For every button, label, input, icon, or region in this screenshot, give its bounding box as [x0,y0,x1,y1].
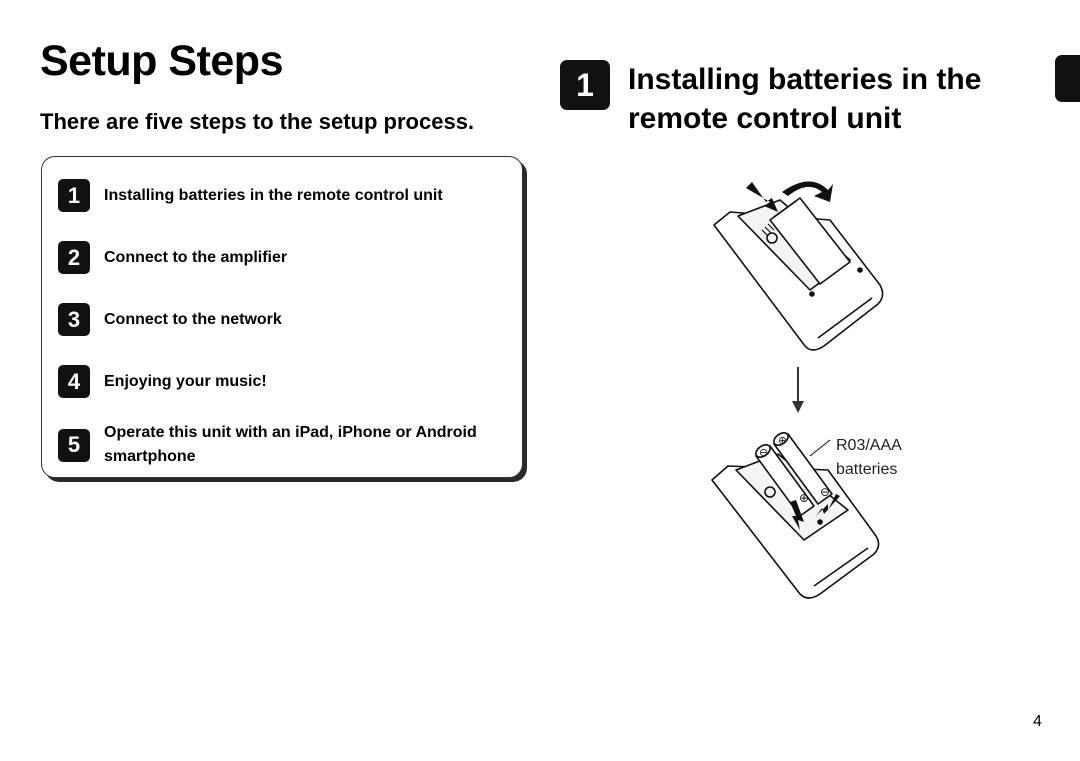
svg-text:⊖: ⊖ [820,485,830,499]
remote-batteries-inserted-illustration: ⊖ ⊕ ⊕ ⊖ [711,431,880,599]
step-number-badge: 1 [58,179,90,212]
remote-cover-open-illustration [713,181,884,351]
step-label: Connect to the network [104,310,282,328]
step-number-badge: 5 [58,428,90,462]
step-label: Connect to the amplifier [104,248,288,266]
step-number-badge: 4 [58,365,90,398]
step-number-badge: 2 [58,241,90,274]
down-arrow-icon [792,367,804,413]
chapter-tab-marker [1055,55,1080,102]
battery-label-line-2: batteries [836,461,898,478]
battery-label-line-1: R03/AAA [836,437,902,454]
svg-text:⊕: ⊕ [799,491,809,505]
step-item-4: 4 Enjoying your music! [58,365,484,398]
svg-text:⊕: ⊕ [778,434,787,447]
step-item-2: 2 Connect to the amplifier [58,241,484,274]
page-subtitle: There are five steps to the setup proces… [40,109,475,134]
page-title: Setup Steps [40,37,284,85]
steps-list-box: 1 Installing batteries in the remote con… [41,156,523,478]
step-number-badge: 3 [58,303,90,336]
step-item-3: 3 Connect to the network [58,303,484,336]
step-item-1: 1 Installing batteries in the remote con… [58,179,484,212]
section-number-badge: 1 [560,60,610,110]
svg-text:⊖: ⊖ [759,446,768,459]
page-number: 4 [1033,713,1042,730]
battery-type-label: R03/AAA batteries [836,434,902,482]
step-label: Operate this unit with an iPad, iPhone o… [104,424,477,465]
step-label: Installing batteries in the remote contr… [104,186,443,204]
section-title: Installing batteries in the remote contr… [628,63,982,135]
step-item-5: 5 Operate this unit with an iPad, iPhone… [58,421,484,469]
step-label: Enjoying your music! [104,372,267,390]
